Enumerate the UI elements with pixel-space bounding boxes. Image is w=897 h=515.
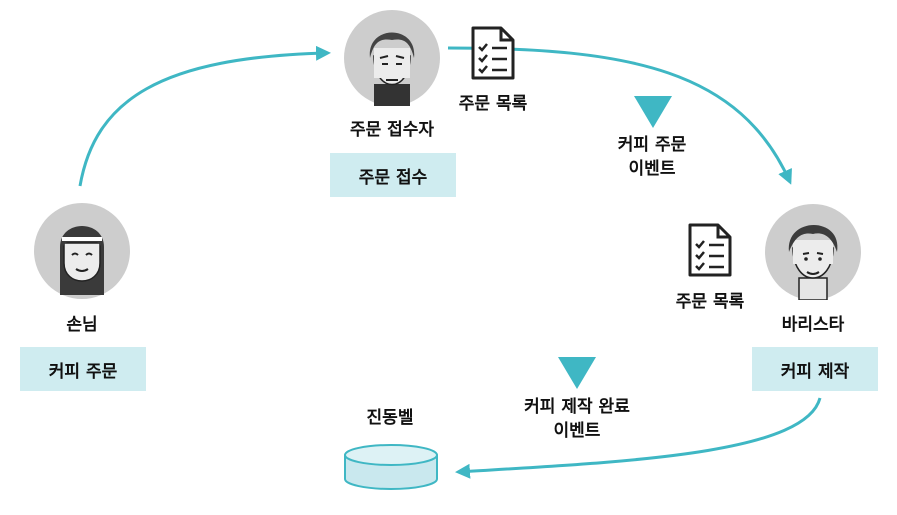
barista-name: 바리스타 xyxy=(781,315,845,335)
coffee-done-event: 커피 제작 완료 이벤트 xyxy=(524,395,630,443)
coffee-order-event-line1: 커피 주문 xyxy=(617,135,687,155)
order-list-right-label: 주문 목록 xyxy=(675,292,745,312)
cashier-name: 주문 접수자 xyxy=(349,120,435,140)
arrow-barista-to-buzzer xyxy=(455,397,822,479)
cylinder-icon xyxy=(344,444,438,490)
coffee-order-event-line2: 이벤트 xyxy=(628,159,676,179)
buzzer-label: 진동벨 xyxy=(366,408,414,428)
cashier-action-label: 주문 접수 xyxy=(358,167,428,188)
coffee-done-event-line1: 커피 제작 완료 xyxy=(524,397,630,417)
checklist-icon xyxy=(687,222,733,278)
triangle-down-icon xyxy=(558,357,596,389)
customer-name: 손님 xyxy=(66,315,98,335)
barista-action-label: 커피 제작 xyxy=(780,361,850,382)
cashier-avatar-icon xyxy=(344,10,440,106)
customer-action-box: 커피 주문 xyxy=(20,347,146,391)
arrow-customer-to-cashier xyxy=(78,45,331,187)
barista-action-box: 커피 제작 xyxy=(752,347,878,391)
cashier-action-box: 주문 접수 xyxy=(330,153,456,197)
customer-action-label: 커피 주문 xyxy=(48,361,118,382)
arrow-cashier-to-barista xyxy=(447,46,792,185)
coffee-order-event: 커피 주문 이벤트 xyxy=(618,133,686,181)
barista-avatar-icon xyxy=(765,204,861,301)
triangle-down-icon xyxy=(634,96,672,128)
customer-avatar-icon xyxy=(34,203,130,299)
order-list-top-label: 주문 목록 xyxy=(458,94,528,114)
coffee-done-event-line2: 이벤트 xyxy=(553,421,601,441)
checklist-icon xyxy=(470,25,516,81)
